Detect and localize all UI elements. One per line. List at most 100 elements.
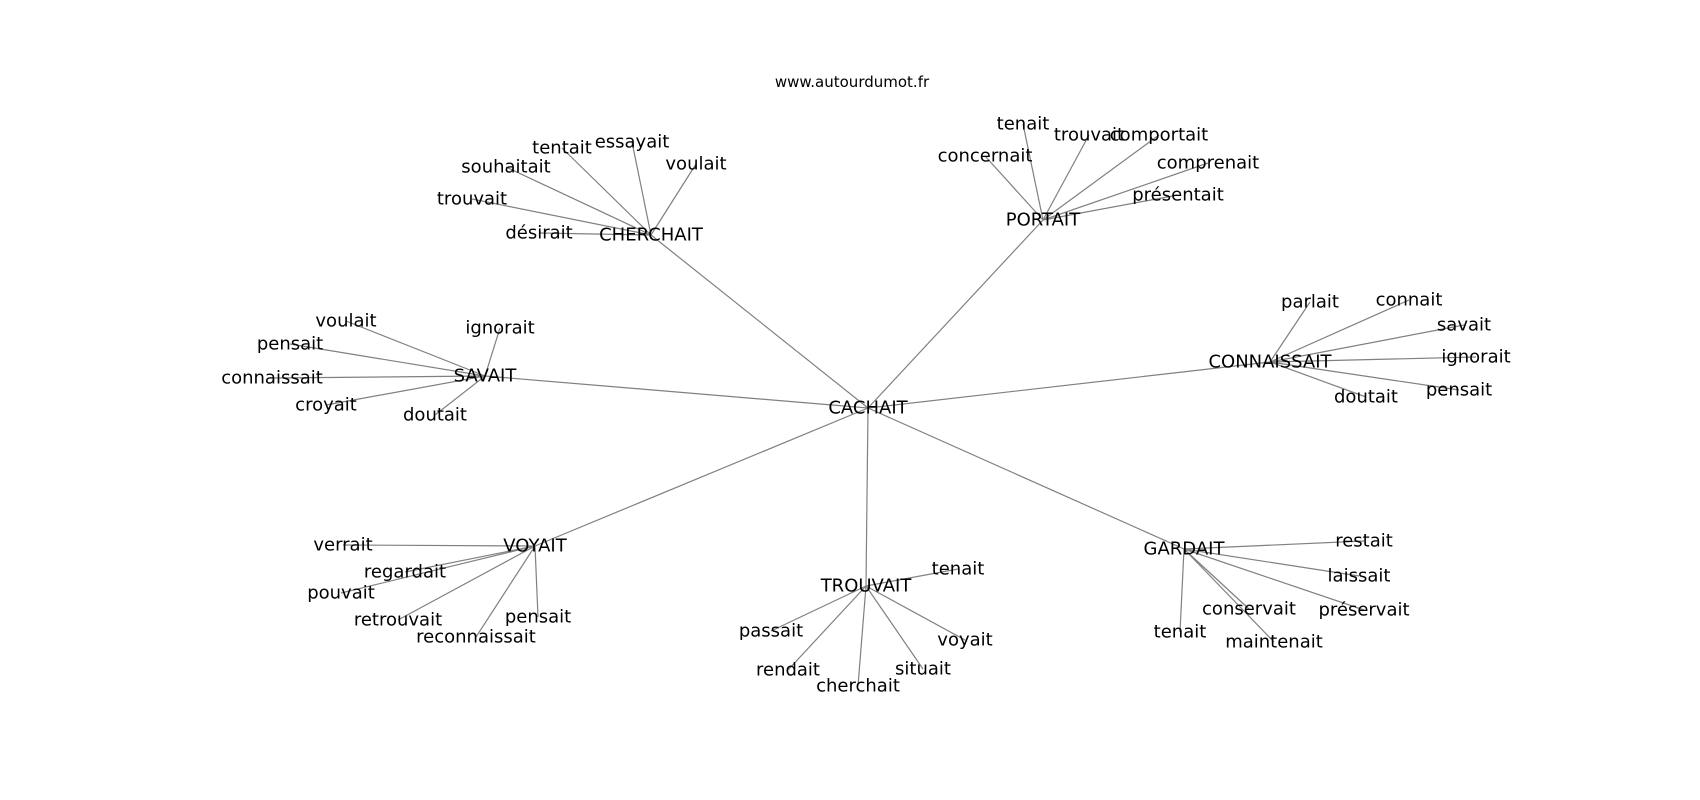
leaf-word-node[interactable]: comportait	[1110, 125, 1208, 146]
leaf-word-node[interactable]: passait	[739, 621, 803, 642]
edges-layer	[271, 123, 1477, 687]
leaf-word-node[interactable]: restait	[1335, 531, 1393, 552]
leaf-word-node[interactable]: conservait	[1202, 599, 1296, 620]
leaf-word-node[interactable]: cherchait	[816, 676, 900, 697]
leaf-word-node[interactable]: doutait	[403, 405, 467, 426]
leaf-word-node[interactable]: croyait	[295, 395, 357, 416]
leaf-word-node[interactable]: ignorait	[465, 318, 534, 339]
edge-4-1	[404, 545, 536, 573]
edge-5-1	[770, 585, 867, 632]
leaf-word-node[interactable]: tentait	[532, 138, 592, 159]
edge-2-4	[325, 375, 486, 406]
edge-1-0	[1022, 123, 1044, 221]
leaf-word-node[interactable]: pouvait	[307, 583, 375, 604]
leaf-word-node[interactable]: tenait	[997, 114, 1050, 135]
edge-0-5	[538, 232, 652, 236]
edge-6-5	[1183, 548, 1275, 643]
hub-word-node[interactable]: PORTAIT	[1006, 210, 1081, 231]
leaf-word-node[interactable]: pensait	[1426, 380, 1492, 401]
leaf-word-node[interactable]: ignorait	[1441, 347, 1510, 368]
leaf-word-node[interactable]: connaissait	[221, 368, 323, 389]
leaf-word-node[interactable]: trouvait	[437, 189, 507, 210]
labels-layer: www.autourdumot.fr CACHAIT CHERCHAIT essay…	[221, 73, 1510, 697]
leaf-word-node[interactable]: parlait	[1281, 292, 1339, 313]
edge-1-5	[1042, 194, 1179, 221]
edge-3-2	[1269, 324, 1465, 363]
edge-center-4	[534, 407, 869, 547]
hub-word-node[interactable]: GARDAIT	[1144, 539, 1226, 560]
leaf-word-node[interactable]: retrouvait	[354, 610, 442, 631]
leaf-word-node[interactable]: concernait	[938, 146, 1033, 167]
leaf-word-node[interactable]: connait	[1376, 290, 1443, 311]
edge-2-1	[484, 327, 501, 377]
edge-2-3	[271, 375, 486, 379]
leaf-word-node[interactable]: regardait	[364, 562, 446, 583]
edge-5-4	[787, 585, 867, 671]
hub-word-node[interactable]: VOYAIT	[503, 536, 567, 557]
leaf-word-node[interactable]: tenait	[932, 559, 985, 580]
edge-4-2	[340, 545, 536, 594]
edge-4-5	[475, 545, 536, 638]
edge-3-3	[1269, 356, 1477, 363]
edge-6-0	[1183, 540, 1365, 550]
edge-3-4	[1269, 361, 1460, 391]
edge-0-2	[650, 163, 697, 236]
leaf-word-node[interactable]: trouvait	[1054, 125, 1124, 146]
edge-5-0	[865, 568, 959, 587]
leaf-word-node[interactable]: tenait	[1154, 622, 1207, 643]
center-word-node[interactable]: CACHAIT	[828, 398, 908, 419]
edge-3-5	[1269, 361, 1367, 398]
edge-1-1	[1042, 134, 1090, 221]
edge-3-0	[1269, 301, 1311, 363]
edge-1-2	[1042, 134, 1160, 221]
edge-0-0	[631, 141, 652, 236]
leaf-word-node[interactable]: reconnaissait	[416, 627, 536, 648]
leaf-word-node[interactable]: verrait	[313, 535, 372, 556]
leaf-word-node[interactable]: pensait	[505, 607, 571, 628]
leaf-word-node[interactable]: présentait	[1132, 185, 1224, 206]
hub-word-node[interactable]: SAVAIT	[454, 366, 518, 387]
edge-1-4	[1042, 162, 1209, 221]
leaf-word-node[interactable]: voulait	[665, 154, 726, 175]
edge-6-1	[1183, 548, 1360, 577]
edge-2-0	[345, 320, 486, 377]
leaf-word-node[interactable]: situait	[895, 659, 951, 680]
leaf-word-node[interactable]: désirait	[505, 223, 572, 244]
leaf-word-node[interactable]: maintenait	[1225, 632, 1323, 653]
leaf-word-node[interactable]: souhaitait	[461, 157, 550, 178]
hub-word-node[interactable]: TROUVAIT	[820, 576, 913, 597]
hub-word-node[interactable]: CHERCHAIT	[599, 225, 704, 246]
leaf-word-node[interactable]: savait	[1437, 315, 1491, 336]
edge-6-4	[1179, 548, 1185, 633]
edge-center-5	[865, 407, 869, 587]
leaf-word-node[interactable]: voulait	[315, 311, 376, 332]
edge-2-5	[434, 375, 486, 416]
edge-center-0	[650, 234, 869, 409]
leaf-word-node[interactable]: essayait	[595, 132, 670, 153]
watermark-text: www.autourdumot.fr	[775, 73, 930, 91]
edge-center-6	[867, 407, 1185, 550]
edge-1-3	[984, 155, 1044, 221]
leaf-word-node[interactable]: voyait	[937, 630, 992, 651]
edge-5-3	[865, 585, 924, 670]
edge-5-2	[865, 585, 966, 641]
leaf-word-node[interactable]: rendait	[756, 660, 820, 681]
leaf-word-node[interactable]: doutait	[1334, 387, 1398, 408]
edge-6-3	[1183, 548, 1365, 611]
edge-6-2	[1183, 548, 1250, 610]
edge-4-0	[342, 544, 536, 547]
leaf-word-node[interactable]: préservait	[1318, 600, 1409, 621]
hub-word-node[interactable]: CONNAISSAIT	[1208, 352, 1332, 373]
edge-2-2	[289, 343, 486, 377]
leaf-word-node[interactable]: comprenait	[1157, 153, 1259, 174]
leaf-word-node[interactable]: laissait	[1328, 566, 1391, 587]
edge-center-1	[867, 219, 1044, 409]
edge-0-1	[561, 147, 652, 236]
edge-0-4	[471, 198, 652, 236]
edge-5-5	[857, 585, 867, 687]
edge-4-4	[534, 545, 539, 618]
edge-0-3	[505, 166, 652, 236]
leaf-word-node[interactable]: pensait	[257, 334, 323, 355]
